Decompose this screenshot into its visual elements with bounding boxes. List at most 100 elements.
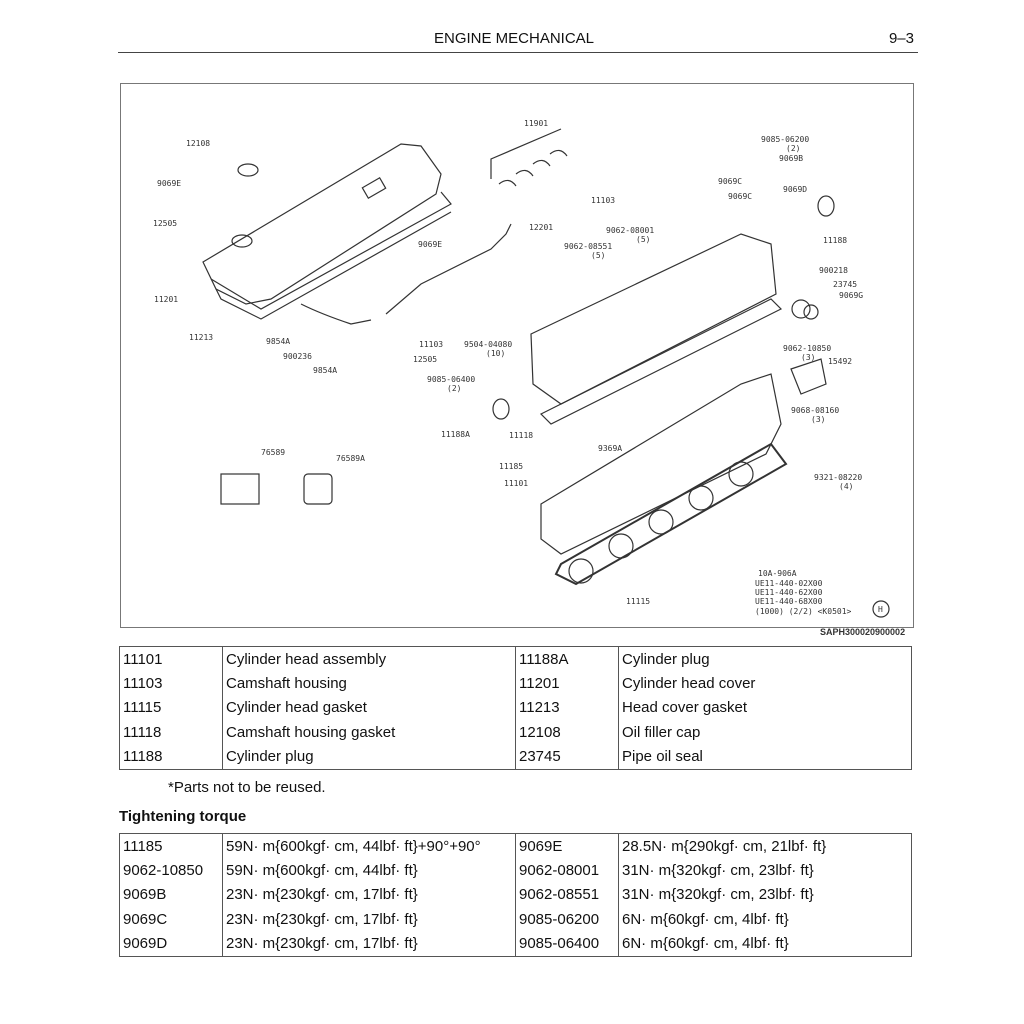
figure-ref: UE11-440-02X00 (755, 579, 823, 588)
part-number-cell: 11188 (119, 744, 223, 770)
part-number-cell: 11101 (119, 646, 223, 672)
callout-label: 11103 (419, 340, 443, 349)
callout-label: 9854A (313, 366, 337, 375)
callout-label: 11118 (509, 431, 533, 440)
page-header: ENGINE MECHANICAL 9–3 (118, 28, 918, 53)
callout-label: 11901 (524, 119, 548, 128)
callout-label: (3) (811, 415, 825, 424)
part-number-cell: 9062-08551 (515, 882, 619, 908)
section-title: ENGINE MECHANICAL (434, 30, 595, 47)
description-cell: Cylinder plug (618, 646, 912, 672)
callout-label: 9069G (839, 291, 863, 300)
callout-label: 12108 (186, 139, 210, 148)
figure-ref: UE11-440-62X00 (755, 588, 823, 597)
reuse-note: *Parts not to be reused. (168, 779, 326, 796)
callout-label: (3) (801, 353, 815, 362)
callout-label: 9069D (783, 185, 807, 194)
exploded-parts-diagram: 12108 9069E 12505 11201 11213 9854A 9002… (120, 83, 914, 628)
description-cell: Cylinder head cover (618, 671, 912, 696)
callout-label: 9062-08551 (564, 242, 612, 251)
callout-label: (4) (839, 482, 853, 491)
figure-code: SAPH300020900002 (820, 627, 906, 637)
callout-label: 11213 (189, 333, 213, 342)
part-number-cell: 11103 (119, 671, 223, 696)
description-cell: Cylinder head assembly (222, 646, 516, 672)
callout-label: 9062-08001 (606, 226, 654, 235)
description-cell: 31N· m{320kgf· cm, 23lbf· ft} (618, 858, 912, 883)
description-cell: Cylinder head gasket (222, 695, 516, 721)
part-number-cell: 12108 (515, 720, 619, 745)
part-number-cell: 11115 (119, 695, 223, 721)
oil-filler-cap-shape (237, 163, 259, 177)
callout-label: 9321-08220 (814, 473, 862, 482)
description-cell: 28.5N· m{290kgf· cm, 21lbf· ft} (618, 833, 912, 859)
figure-ref: (1000) (2/2) <K0501> (755, 607, 852, 616)
description-cell: Head cover gasket (618, 695, 912, 721)
callout-label: 9069E (418, 240, 442, 249)
callout-label: 900218 (819, 266, 848, 275)
description-cell: 59N· m{600kgf· cm, 44lbf· ft}+90°+90° (222, 833, 516, 859)
part-number-cell: 9069B (119, 882, 223, 908)
callout-label: 9069C (728, 192, 752, 201)
callout-label: 11188A (441, 430, 470, 439)
callout-label: (10) (486, 349, 505, 358)
callout-label: 9062-10850 (783, 344, 831, 353)
callout-label: (5) (636, 235, 650, 244)
description-cell: 23N· m{230kgf· cm, 17lbf· ft} (222, 931, 516, 957)
description-cell: 31N· m{320kgf· cm, 23lbf· ft} (618, 882, 912, 908)
figure-ref: UE11-440-68X00 (755, 597, 823, 606)
callout-label: 9504-04080 (464, 340, 512, 349)
callout-label: (2) (786, 144, 800, 153)
description-cell: 6N· m{60kgf· cm, 4lbf· ft} (618, 907, 912, 932)
part-number-cell: 9085-06200 (515, 907, 619, 932)
callout-label: 9068-08160 (791, 406, 839, 415)
head-cover-shape (202, 143, 442, 305)
figure-ref: 10A-906A (758, 569, 797, 578)
callout-label: 9369A (598, 444, 622, 453)
part-number-cell: 9069E (515, 833, 619, 859)
callout-label: 11201 (154, 295, 178, 304)
callout-label: 11188 (823, 236, 847, 245)
callout-label: 11115 (626, 597, 650, 606)
callout-label: 9854A (266, 337, 290, 346)
callout-label: 12505 (153, 219, 177, 228)
callout-label: 9085-06400 (427, 375, 475, 384)
callout-label: (2) (447, 384, 461, 393)
part-number-cell: 11118 (119, 720, 223, 745)
description-cell: Cylinder plug (222, 744, 516, 770)
part-number-cell: 9085-06400 (515, 931, 619, 957)
callout-label: 76589 (261, 448, 285, 457)
description-cell: 23N· m{230kgf· cm, 17lbf· ft} (222, 907, 516, 932)
part-number-cell: 11188A (515, 646, 619, 672)
callout-label: 11185 (499, 462, 523, 471)
description-cell: Oil filler cap (618, 720, 912, 745)
cylinder-head-shape (540, 373, 782, 555)
description-cell: 6N· m{60kgf· cm, 4lbf· ft} (618, 931, 912, 957)
callout-label: 76589A (336, 454, 365, 463)
description-cell: Pipe oil seal (618, 744, 912, 770)
callout-label: 15492 (828, 357, 852, 366)
part-number-cell: 9069C (119, 907, 223, 932)
page-number: 9–3 (888, 30, 914, 47)
description-cell: Camshaft housing gasket (222, 720, 516, 745)
description-cell: 59N· m{600kgf· cm, 44lbf· ft} (222, 858, 516, 883)
part-number-cell: 23745 (515, 744, 619, 770)
part-number-cell: 11213 (515, 695, 619, 721)
description-cell: 23N· m{230kgf· cm, 17lbf· ft} (222, 882, 516, 908)
callout-label: 11101 (504, 479, 528, 488)
callout-labels: 12108 9069E 12505 11201 11213 9854A 9002… (153, 119, 883, 616)
part-number-cell: 9062-10850 (119, 858, 223, 883)
oil-pipe-shape (385, 223, 512, 315)
callout-label: 900236 (283, 352, 312, 361)
